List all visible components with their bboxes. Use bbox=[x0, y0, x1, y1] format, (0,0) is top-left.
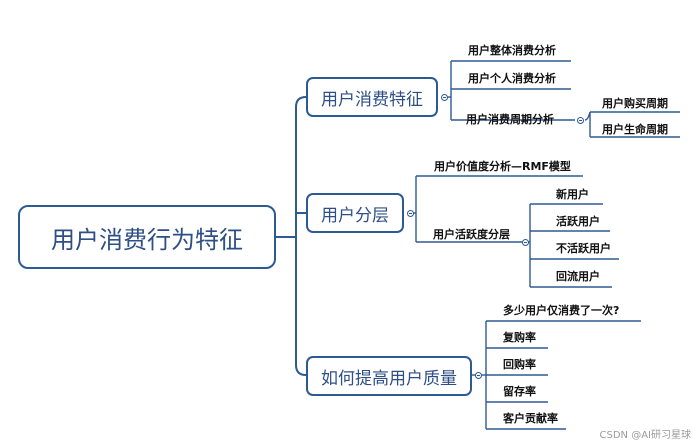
node-return-purchase-rate[interactable]: 回购率 bbox=[503, 358, 536, 371]
collapse-icon[interactable] bbox=[407, 210, 414, 217]
node-new-users[interactable]: 新用户 bbox=[556, 188, 589, 201]
node-one-time-buyers[interactable]: 多少用户仅消费了一次? bbox=[503, 304, 620, 317]
root-node[interactable]: 用户消费行为特征 bbox=[18, 205, 276, 269]
node-inactive-users[interactable]: 不活跃用户 bbox=[556, 242, 611, 255]
node-customer-contribution[interactable]: 客户贡献率 bbox=[503, 412, 558, 425]
branch-consumption-features[interactable]: 用户消费特征 bbox=[306, 77, 438, 117]
node-active-users[interactable]: 活跃用户 bbox=[556, 215, 600, 228]
branch-improve-quality[interactable]: 如何提高用户质量 bbox=[306, 356, 472, 396]
node-lifecycle[interactable]: 用户生命周期 bbox=[602, 123, 668, 136]
node-activity-segmentation[interactable]: 用户活跃度分层 bbox=[433, 228, 510, 241]
branch-label: 如何提高用户质量 bbox=[321, 368, 457, 389]
root-node-label: 用户消费行为特征 bbox=[51, 225, 243, 254]
node-consumption-cycle[interactable]: 用户消费周期分析 bbox=[466, 113, 554, 126]
collapse-icon[interactable] bbox=[475, 372, 482, 379]
branch-user-segmentation[interactable]: 用户分层 bbox=[306, 193, 404, 233]
branch-label: 用户分层 bbox=[321, 205, 389, 226]
node-retention-rate[interactable]: 留存率 bbox=[503, 385, 536, 398]
node-value-analysis[interactable]: 用户价值度分析—RMF模型 bbox=[434, 160, 571, 173]
branch-label: 用户消费特征 bbox=[321, 89, 423, 110]
node-individual-consumption[interactable]: 用户个人消费分析 bbox=[468, 72, 556, 85]
watermark: CSDN @AI研习星球 bbox=[599, 430, 691, 441]
node-overall-consumption[interactable]: 用户整体消费分析 bbox=[468, 44, 556, 57]
node-purchase-cycle[interactable]: 用户购买周期 bbox=[602, 97, 668, 110]
collapse-icon[interactable] bbox=[577, 117, 584, 124]
node-returning-users[interactable]: 回流用户 bbox=[556, 270, 600, 283]
collapse-icon[interactable] bbox=[441, 94, 448, 101]
node-repurchase-rate[interactable]: 复购率 bbox=[503, 331, 536, 344]
collapse-icon[interactable] bbox=[522, 239, 529, 246]
